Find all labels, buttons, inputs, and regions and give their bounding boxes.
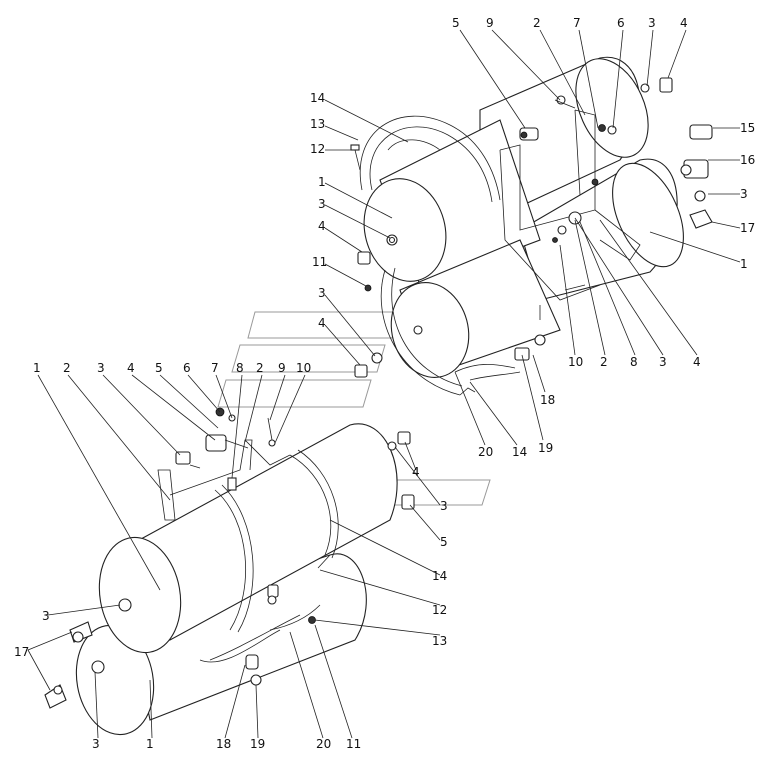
callout: 14 [310,91,325,105]
lower-under-strap [199,604,321,663]
callout: 3 [318,286,326,300]
callout: 14 [512,445,527,459]
callout: 2 [63,361,71,375]
callout: 1 [740,257,748,271]
callout: 4 [693,355,701,369]
callout: 12 [310,142,325,156]
callout: 5 [155,361,163,375]
lower-back-cylinder-end [75,624,155,736]
callout: 10 [568,355,583,369]
upper-lower-cylinder-end [390,282,470,378]
callout: 3 [92,737,100,751]
callout: 2 [600,355,608,369]
callout: 2 [533,16,541,30]
callout: 3 [318,197,326,211]
callout: 17 [740,221,755,235]
callout: 3 [42,609,50,623]
lower-strap-right [289,449,339,559]
callout: 15 [740,121,755,135]
upper-bracket [499,109,601,301]
callout: 20 [478,445,493,459]
upper-right-cylinder-end [612,162,684,268]
callout: 11 [346,737,361,751]
callout: 14 [432,569,447,583]
callout: 13 [432,634,447,648]
callout: 9 [278,361,286,375]
callout: 3 [659,355,667,369]
lower-receiver-assembly [44,407,415,736]
callout: 20 [316,737,331,751]
leader-lines [27,29,741,739]
callout: 16 [740,153,755,167]
callout: 7 [211,361,219,375]
upper-rear-cylinder-end [575,58,649,158]
callout: 19 [250,737,265,751]
callout: 9 [486,16,494,30]
callout: 4 [318,316,326,330]
lower-front-cylinder-end [98,536,182,654]
callout-labels: 5 9 2 7 6 3 4 14 13 12 15 16 3 17 1 1 3 … [14,16,755,751]
callout: 12 [432,603,447,617]
callout: 4 [412,465,420,479]
callout: 8 [630,355,638,369]
callout: 5 [452,16,460,30]
callout: 6 [183,361,191,375]
callout: 5 [440,535,448,549]
upper-lower-strap [380,267,463,396]
lower-front-cylinder [129,423,398,641]
callout: 1 [318,175,326,189]
callout: 3 [440,499,448,513]
callout: 6 [617,16,625,30]
lower-bracket-left [157,469,176,521]
callout: 3 [648,16,656,30]
valve-15 [689,124,713,140]
callout: 1 [33,361,41,375]
callout: 18 [216,737,231,751]
callout: 4 [318,219,326,233]
callout: 13 [310,117,325,131]
callout: 17 [14,645,29,659]
lower-strap-left [214,484,254,633]
callout: 1 [146,737,154,751]
lower-back-cylinder [129,553,367,721]
upper-strap [359,115,501,203]
callout: 8 [236,361,244,375]
callout: 19 [538,441,553,455]
callout: 2 [256,361,264,375]
callout: 4 [680,16,688,30]
callout: 10 [296,361,311,375]
callout: 11 [312,255,327,269]
callout: 7 [573,16,581,30]
callout: 3 [740,187,748,201]
callout: 4 [127,361,135,375]
upper-main-cylinder-end [363,178,447,282]
valve-17 [689,209,713,229]
callout: 18 [540,393,555,407]
callout: 3 [97,361,105,375]
upper-receiver-assembly [350,56,713,396]
